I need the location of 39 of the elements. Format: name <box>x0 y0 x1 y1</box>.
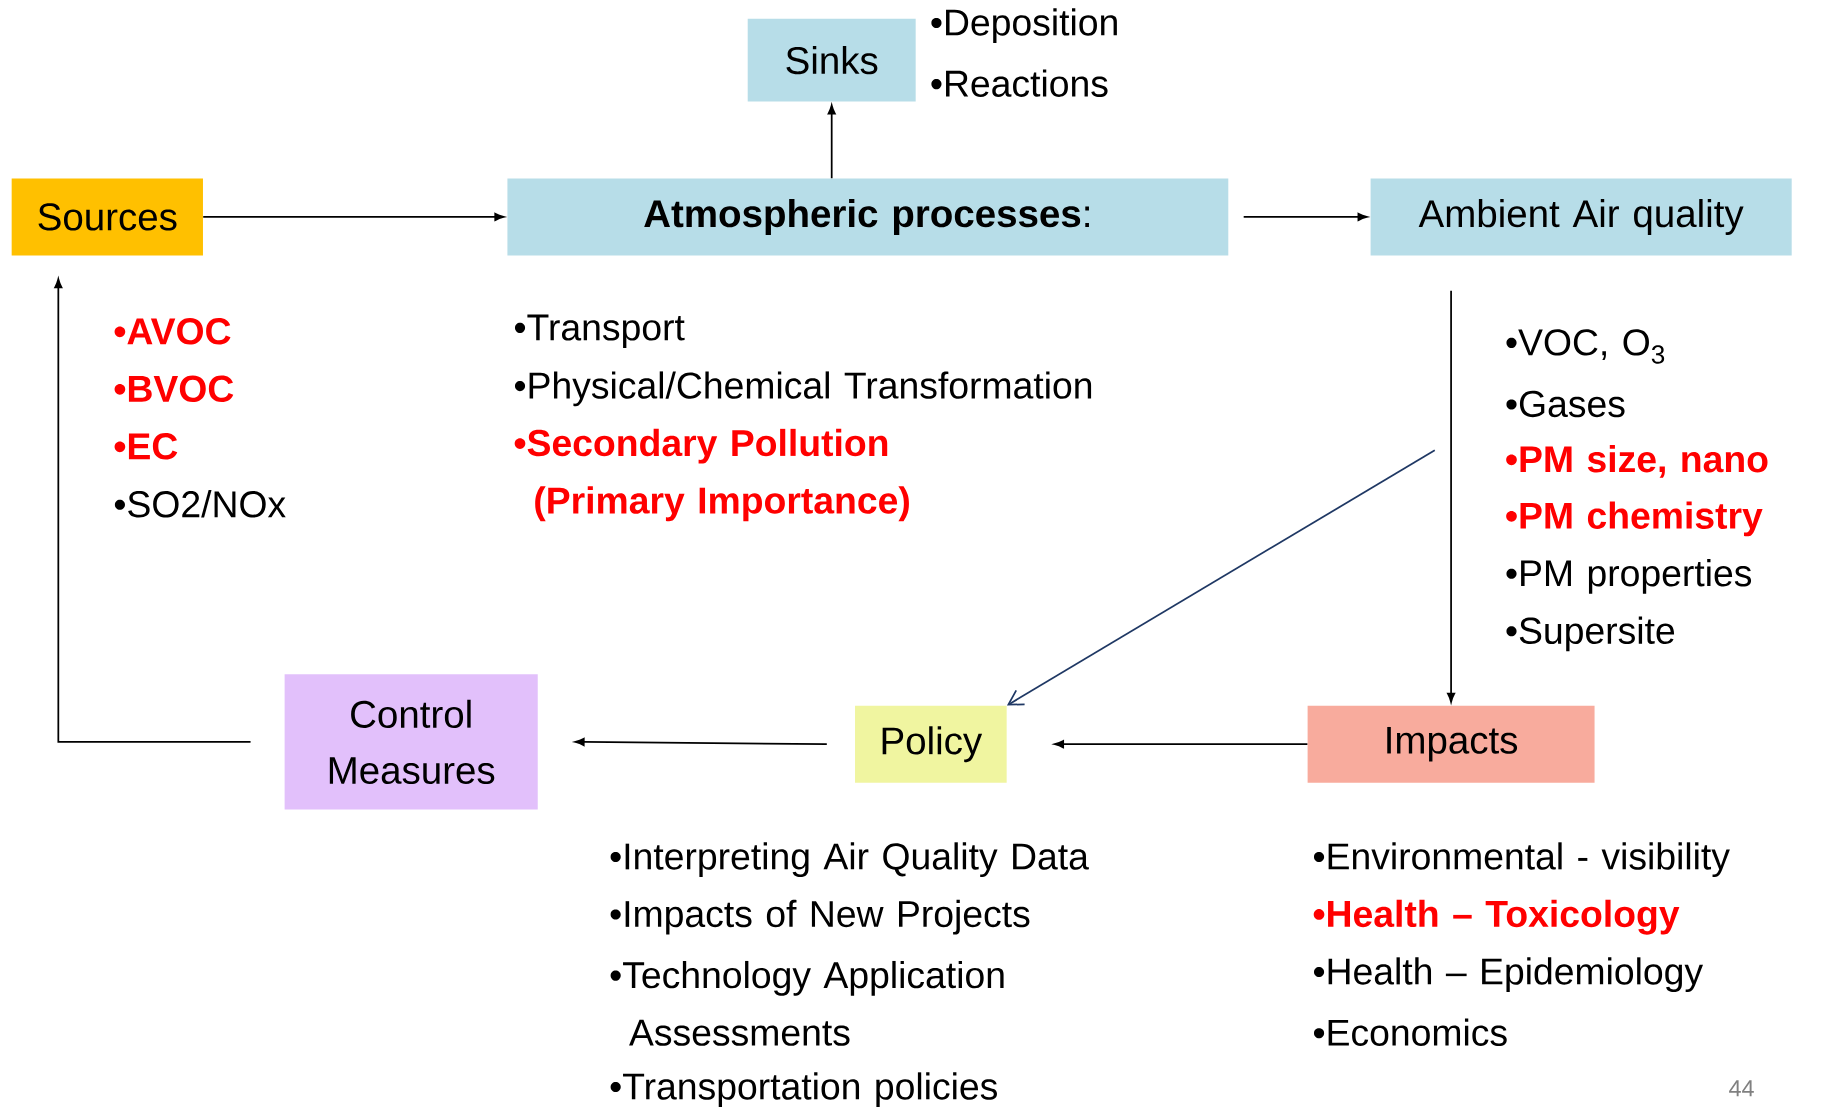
bullet-text: •Transportation policies <box>610 1072 997 1107</box>
bullet-text: •PM chemistry <box>1506 501 1763 537</box>
bullet-text: •VOC, O$_{3}$ <box>1506 329 1665 364</box>
bullet-text: •EC <box>114 432 178 460</box>
bullet-text: •Supersite <box>1506 616 1675 652</box>
arrow <box>1006 449 1436 706</box>
bullet-text: •Deposition <box>931 8 1117 43</box>
process-box: Impacts <box>1307 705 1595 783</box>
bullet-text: •Physical/Chemical Transformation <box>514 371 1092 407</box>
bullet-text: •Impacts of New Projects <box>610 899 1030 935</box>
bullet-text: •Reactions <box>931 69 1108 97</box>
bullet-text: •Health – Epidemiology <box>1314 957 1703 992</box>
bullet-text: •Transport <box>514 314 685 348</box>
process-box: Atmospheric processes: <box>507 178 1229 256</box>
arrow <box>574 737 828 746</box>
arrow <box>1054 740 1309 749</box>
process-box: Sources <box>11 178 203 256</box>
process-box: Control Measures <box>284 674 538 810</box>
bullet-text: •PM size, nano <box>1506 444 1768 478</box>
bullet-text: •Technology Application Assessments <box>610 960 1004 1046</box>
page-number: 44 <box>1729 1080 1754 1097</box>
arrow <box>1447 289 1456 703</box>
arrow <box>1242 212 1368 221</box>
bullet-text: •Health – Toxicology <box>1313 899 1680 935</box>
arrow <box>54 278 252 743</box>
process-box: Ambient Air quality <box>1370 178 1792 256</box>
bullet-text: •AVOC <box>114 317 231 345</box>
bullet-text: •SO2/NOx <box>114 489 286 518</box>
bullet-text: •Environmental - visibility <box>1314 842 1730 877</box>
bullet-text: •Gases <box>1506 390 1625 417</box>
bullet-text: •PM properties <box>1506 558 1752 594</box>
bullet-text: •BVOC <box>114 375 234 402</box>
bullet-text: •Interpreting Air Quality Data <box>610 842 1089 877</box>
process-box: Policy <box>855 705 1007 783</box>
arrow <box>827 104 836 179</box>
bullet-text: •Secondary Pollution (Primary Importance) <box>514 428 909 521</box>
arrow <box>202 212 505 221</box>
process-box: Sinks <box>747 18 916 102</box>
bullet-text: •Economics <box>1314 1018 1507 1046</box>
